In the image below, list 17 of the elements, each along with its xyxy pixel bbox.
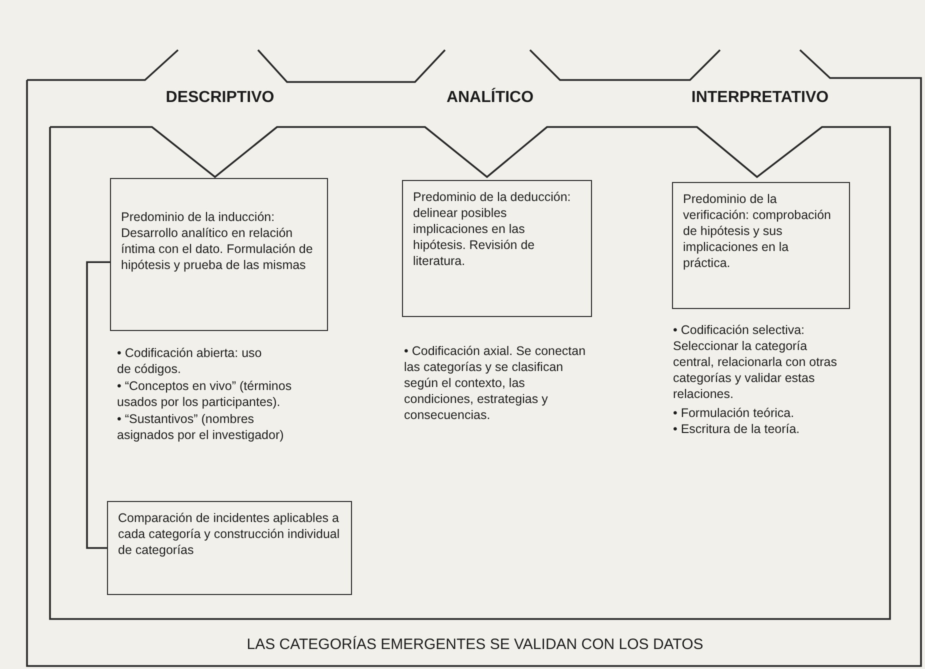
heading: INTERPRETATIVO (691, 90, 829, 106)
process-box: Predominio de la inducción: Desarrollo analítico en relación íntima con el dato. Formulación de hipótesis y prueba de las mismas (110, 178, 328, 331)
bullet-text: • Formulación teórica. (673, 405, 796, 421)
connector-line (86, 261, 110, 549)
footer-text: LAS CATEGORÍAS EMERGENTES SE VALIDAN CON LOS DATOS (246, 636, 704, 653)
bullet-text: • “Sustantivos” (nombres asignados por el investigador) (117, 411, 285, 443)
process-box: Predominio de la deducción: delinear posibles implicaciones en las hipótesis. Revisión de literatura. (402, 180, 592, 317)
heading: DESCRIPTIVO (166, 90, 274, 106)
bullet-text: • Codificación selectiva: Seleccionar la categoría central, relacionarla con otras categorías y validar estas relaciones. (673, 322, 838, 402)
bullet-text: • “Conceptos en vivo” (términos usados por los participantes). (117, 378, 292, 410)
process-box: Predominio de la verificación: comprobación de hipótesis y sus implicaciones en la práctica. (672, 182, 850, 309)
bullet-text: • Codificación axial. Se conectan las categorías y se clasifican según el contexto, las condiciones, estrategias y consecuencias. (404, 343, 587, 423)
heading: ANALÍTICO (446, 90, 534, 106)
process-box: Comparación de incidentes aplicables a cada categoría y construcción individual de categorías (107, 501, 352, 595)
inner-frame (50, 127, 891, 620)
bullet-text: • Codificación abierta: uso de códigos. (117, 345, 263, 377)
bullet-text: • Escritura de la teoría. (673, 421, 801, 437)
